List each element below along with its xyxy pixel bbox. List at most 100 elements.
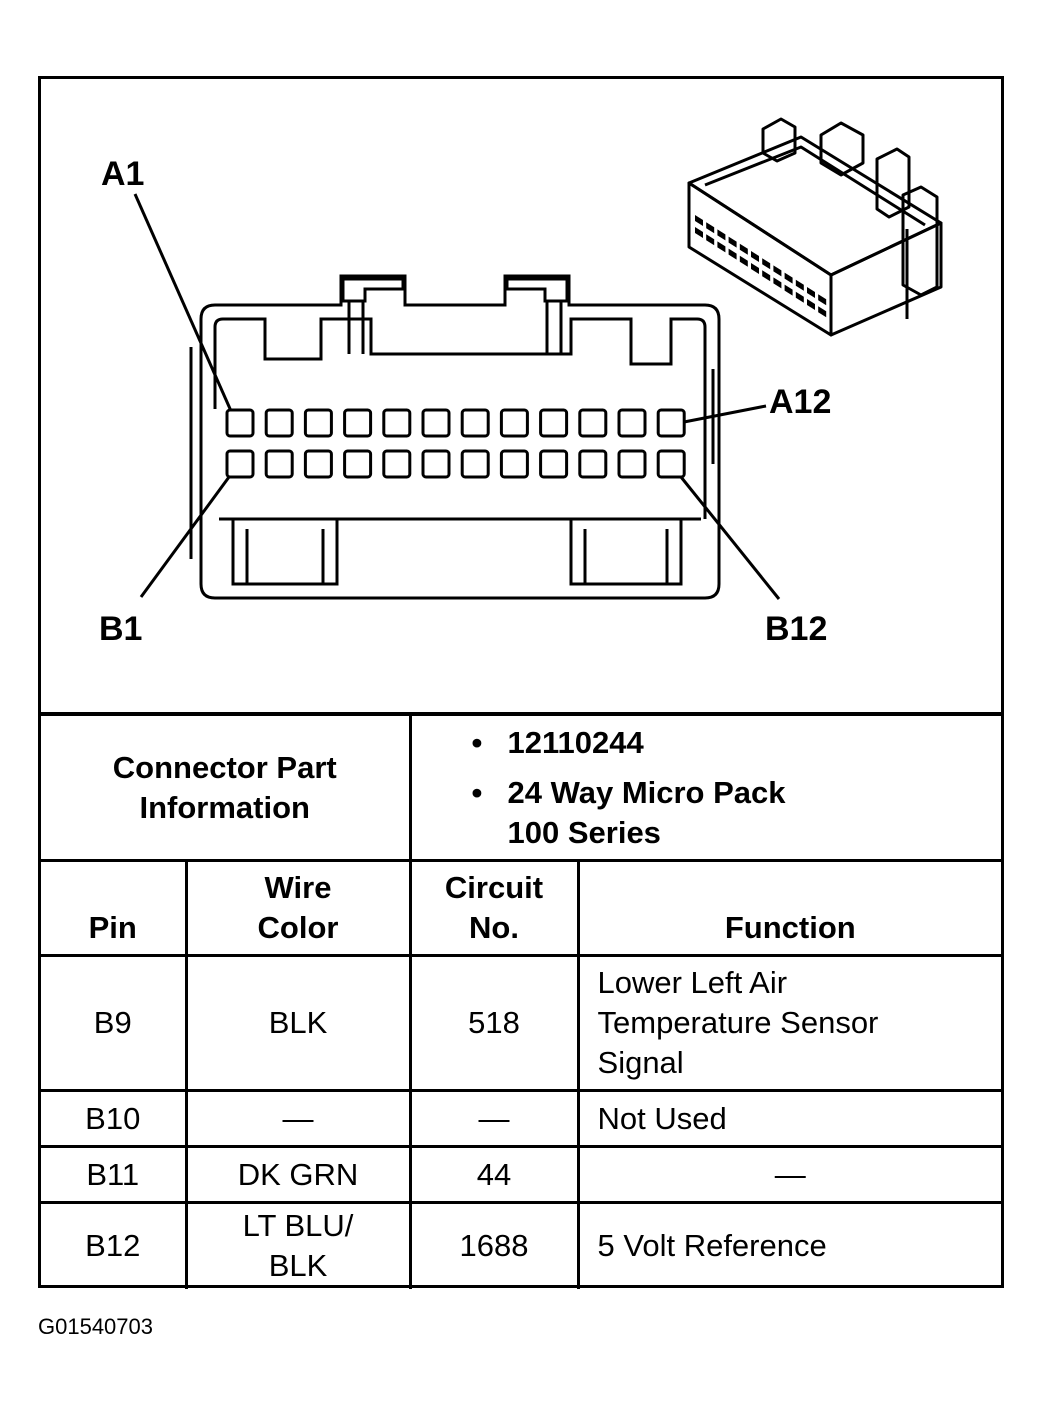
bullet-icon: • bbox=[471, 724, 483, 760]
pin-cavity-b3 bbox=[303, 449, 333, 479]
iso-pin-opening-b4 bbox=[728, 248, 737, 260]
wire-color-line1: — bbox=[282, 1100, 314, 1136]
pin-cavity-a5 bbox=[382, 408, 412, 438]
label-a1: A1 bbox=[101, 155, 144, 193]
iso-pin-opening-a7 bbox=[762, 258, 771, 270]
pin-cavity-b2 bbox=[264, 449, 294, 479]
pin-cavity-b7 bbox=[460, 449, 490, 479]
header-pin-text: Pin bbox=[88, 910, 137, 945]
cell-wire-color: BLK bbox=[184, 954, 412, 1092]
connector-face bbox=[189, 274, 721, 600]
pin-cavity-b6 bbox=[421, 449, 451, 479]
cell-function: — bbox=[576, 1145, 1002, 1204]
iso-pin-opening-b7 bbox=[762, 270, 771, 282]
latch-right bbox=[505, 277, 569, 303]
connector-3d-view bbox=[687, 117, 943, 337]
cell-wire-color: — bbox=[184, 1089, 412, 1148]
pin-grid bbox=[225, 408, 686, 479]
pin-cavity-b5 bbox=[382, 449, 412, 479]
leader-a1 bbox=[133, 193, 233, 412]
iso-top-rim bbox=[704, 145, 926, 227]
foot-right bbox=[569, 519, 683, 586]
pin-cavity-a1 bbox=[225, 408, 255, 438]
cell-wire-color: LT BLU/ BLK bbox=[184, 1201, 412, 1289]
iso-latch-c bbox=[875, 147, 911, 219]
iso-latch-a bbox=[761, 117, 797, 163]
iso-pin-opening-a11 bbox=[807, 287, 815, 298]
iso-latch-d bbox=[901, 185, 939, 297]
iso-pin-opening-a9 bbox=[784, 272, 793, 284]
leader-b12 bbox=[679, 476, 781, 600]
leader-lines bbox=[133, 193, 781, 600]
wire-color-line1: LT BLU/ bbox=[242, 1208, 354, 1244]
pin-cavity-a6 bbox=[421, 408, 451, 438]
iso-pin-opening-b3 bbox=[717, 241, 726, 253]
pin-cavity-a12 bbox=[656, 408, 686, 438]
iso-pin-opening-b12 bbox=[818, 306, 827, 318]
pin-cavity-a11 bbox=[617, 408, 647, 438]
cell-function: 5 Volt Reference bbox=[576, 1201, 1002, 1289]
function-line3: Signal bbox=[597, 1045, 684, 1080]
connector-info-label: Connector Part Information bbox=[41, 712, 412, 862]
cell-pin: B11 bbox=[41, 1145, 188, 1204]
iso-pin-opening-a2 bbox=[706, 222, 715, 234]
iso-pin-opening-a3 bbox=[717, 229, 726, 241]
cell-circuit: — bbox=[408, 1089, 580, 1148]
wire-color-line1: BLK bbox=[268, 1005, 328, 1040]
iso-pin-opening-b2 bbox=[706, 234, 715, 246]
function-line1: Lower Left Air bbox=[597, 965, 788, 1000]
label-b1: B1 bbox=[99, 610, 142, 648]
part-number-line: • 12110244 bbox=[472, 723, 1002, 763]
bullet-icon: • bbox=[471, 774, 483, 810]
header-wire-color-line1: Wire bbox=[264, 870, 332, 905]
pin-cavity-b10 bbox=[578, 449, 608, 479]
leader-a12 bbox=[683, 404, 767, 424]
iso-pin-opening-b10 bbox=[795, 291, 804, 303]
pin-cavity-b8 bbox=[499, 449, 529, 479]
table-row: B10 — — Not Used bbox=[41, 1089, 1002, 1148]
iso-front-face bbox=[687, 181, 833, 337]
cell-pin: B9 bbox=[41, 954, 188, 1092]
header-function-text: Function bbox=[724, 910, 856, 945]
latch-left bbox=[341, 277, 405, 303]
iso-pin-opening-b6 bbox=[751, 263, 759, 274]
description-line2: 100 Series bbox=[507, 814, 661, 850]
pin-cavity-a7 bbox=[460, 408, 490, 438]
cell-wire-color: DK GRN bbox=[184, 1145, 412, 1204]
table-row: B11 DK GRN 44 — bbox=[41, 1145, 1002, 1204]
iso-pin-opening-b1 bbox=[695, 227, 703, 238]
table-row: B12 LT BLU/ BLK 1688 5 Volt Reference bbox=[41, 1201, 1002, 1289]
iso-pin-opening-a4 bbox=[728, 236, 737, 248]
connector-diagram: A1 A12 B1 B12 bbox=[99, 117, 943, 648]
foot-left bbox=[231, 519, 339, 586]
connector-info-row: Connector Part Information • 12110244 • … bbox=[41, 712, 1002, 862]
pin-cavity-a9 bbox=[539, 408, 569, 438]
header-pin: Pin bbox=[41, 859, 188, 957]
table-header-row: Pin Wire Color Circuit No. Function bbox=[41, 859, 1002, 957]
connector-info-label-line1: Connector Part bbox=[112, 749, 337, 785]
diagram-frame: A1 A12 B1 B12 Connector Part In bbox=[38, 76, 1004, 1289]
function-line1: — bbox=[774, 1156, 806, 1192]
pin-cavity-a10 bbox=[578, 408, 608, 438]
header-circuit-no: Circuit No. bbox=[408, 859, 580, 957]
header-wire-color-line2: Color bbox=[257, 910, 339, 945]
connector-info-value: • 12110244 • 24 Way Micro Pack 100 Serie… bbox=[408, 712, 1002, 862]
iso-pin-openings bbox=[695, 215, 827, 318]
pin-cavity-b1 bbox=[225, 449, 255, 479]
pin-cavity-a8 bbox=[499, 408, 529, 438]
pin-cavity-b4 bbox=[343, 449, 373, 479]
pin-cavity-b12 bbox=[656, 449, 686, 479]
function-line2: Temperature Sensor bbox=[597, 1005, 879, 1040]
pin-cavity-a2 bbox=[264, 408, 294, 438]
iso-latch-b bbox=[819, 121, 865, 177]
iso-right-face bbox=[829, 221, 943, 337]
connector-inner-outline bbox=[213, 317, 707, 519]
function-line1: Not Used bbox=[597, 1100, 727, 1136]
pin-cavity-b11 bbox=[617, 449, 647, 479]
iso-pin-opening-a8 bbox=[773, 265, 782, 277]
cell-circuit: 518 bbox=[408, 954, 580, 1092]
figure-id: G01540703 bbox=[38, 1314, 153, 1339]
connector-info-label-line2: Information bbox=[139, 789, 311, 825]
pin-cavity-a4 bbox=[343, 408, 373, 438]
header-circuit-line1: Circuit bbox=[444, 870, 544, 905]
